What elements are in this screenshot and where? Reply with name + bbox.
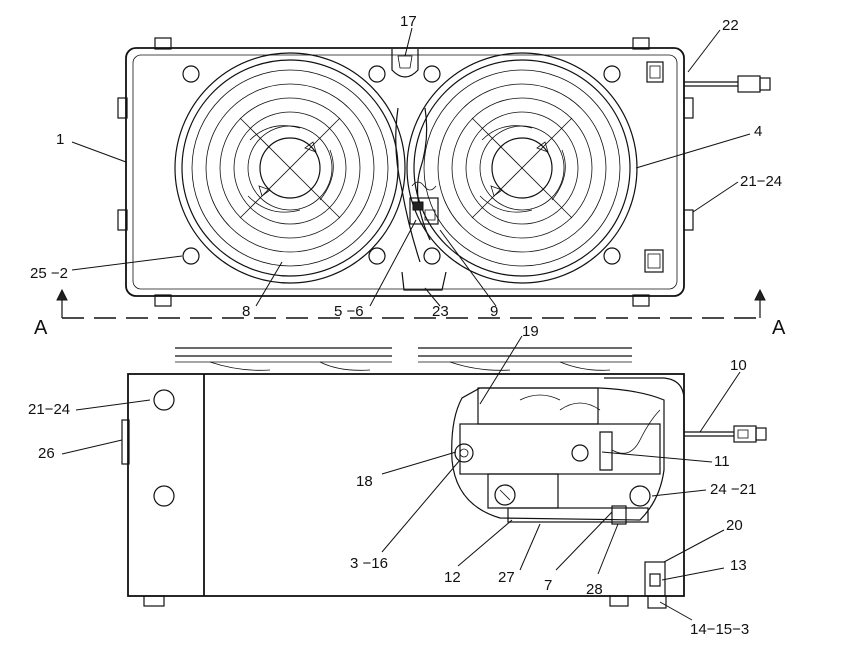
leader-lines	[61, 27, 751, 621]
callout-12: 12	[444, 569, 461, 586]
front-view	[117, 37, 771, 307]
callout-14-15-3: 14−15−3	[690, 621, 749, 638]
callout-20: 20	[726, 517, 743, 534]
callout-25-2: 25 −2	[30, 265, 68, 282]
bottom-right-bracket	[644, 561, 667, 609]
callout-13: 13	[730, 557, 747, 574]
callout-4: 4	[754, 123, 762, 140]
foot-right	[609, 595, 629, 607]
section-label-right: A	[772, 317, 786, 339]
bolt-hole-lower	[153, 485, 175, 507]
callout-24-21: 24 −21	[710, 481, 756, 498]
callout-18: 18	[356, 473, 373, 490]
callout-10: 10	[730, 357, 747, 374]
connector-right-bottom	[644, 249, 664, 273]
callout-22: 22	[722, 17, 739, 34]
section-line: A A	[34, 288, 786, 339]
fan-guards-edge	[175, 347, 632, 371]
callout-3-16: 3 −16	[350, 555, 388, 572]
callout-28: 28	[586, 581, 603, 598]
left-fan	[174, 52, 406, 284]
bolt-hole-upper	[153, 389, 175, 411]
callout-8: 8	[242, 303, 250, 320]
callout-labels: 1 17 22 4 21−24 25 −2 8 5 −6 23 9 19 10 …	[28, 13, 782, 638]
callout-26: 26	[38, 445, 55, 462]
right-fan	[406, 52, 638, 284]
callout-7: 7	[544, 577, 552, 594]
fan-housing-body	[127, 373, 685, 597]
section-label-left: A	[34, 317, 48, 339]
center-wiring	[395, 107, 439, 263]
callout-27: 27	[498, 569, 515, 586]
side-view	[121, 347, 767, 609]
callout-5-6: 5 −6	[334, 303, 364, 320]
callout-9: 9	[490, 303, 498, 320]
callout-23: 23	[432, 303, 449, 320]
side-bracket-26	[121, 419, 130, 465]
callout-21-24-top: 21−24	[740, 173, 782, 190]
callout-19: 19	[522, 323, 539, 340]
motor-cutaway	[451, 377, 685, 525]
connector-right-top	[646, 61, 771, 93]
bottom-bracket	[401, 271, 447, 291]
top-notch	[391, 49, 419, 78]
callout-21-24-side: 21−24	[28, 401, 70, 418]
callout-17: 17	[400, 13, 417, 30]
mounting-tabs	[117, 37, 694, 307]
callout-1: 1	[56, 131, 64, 148]
connector-side	[684, 425, 767, 443]
housing-plate	[125, 47, 685, 297]
callout-11: 11	[714, 453, 730, 470]
foot-left	[143, 595, 165, 607]
